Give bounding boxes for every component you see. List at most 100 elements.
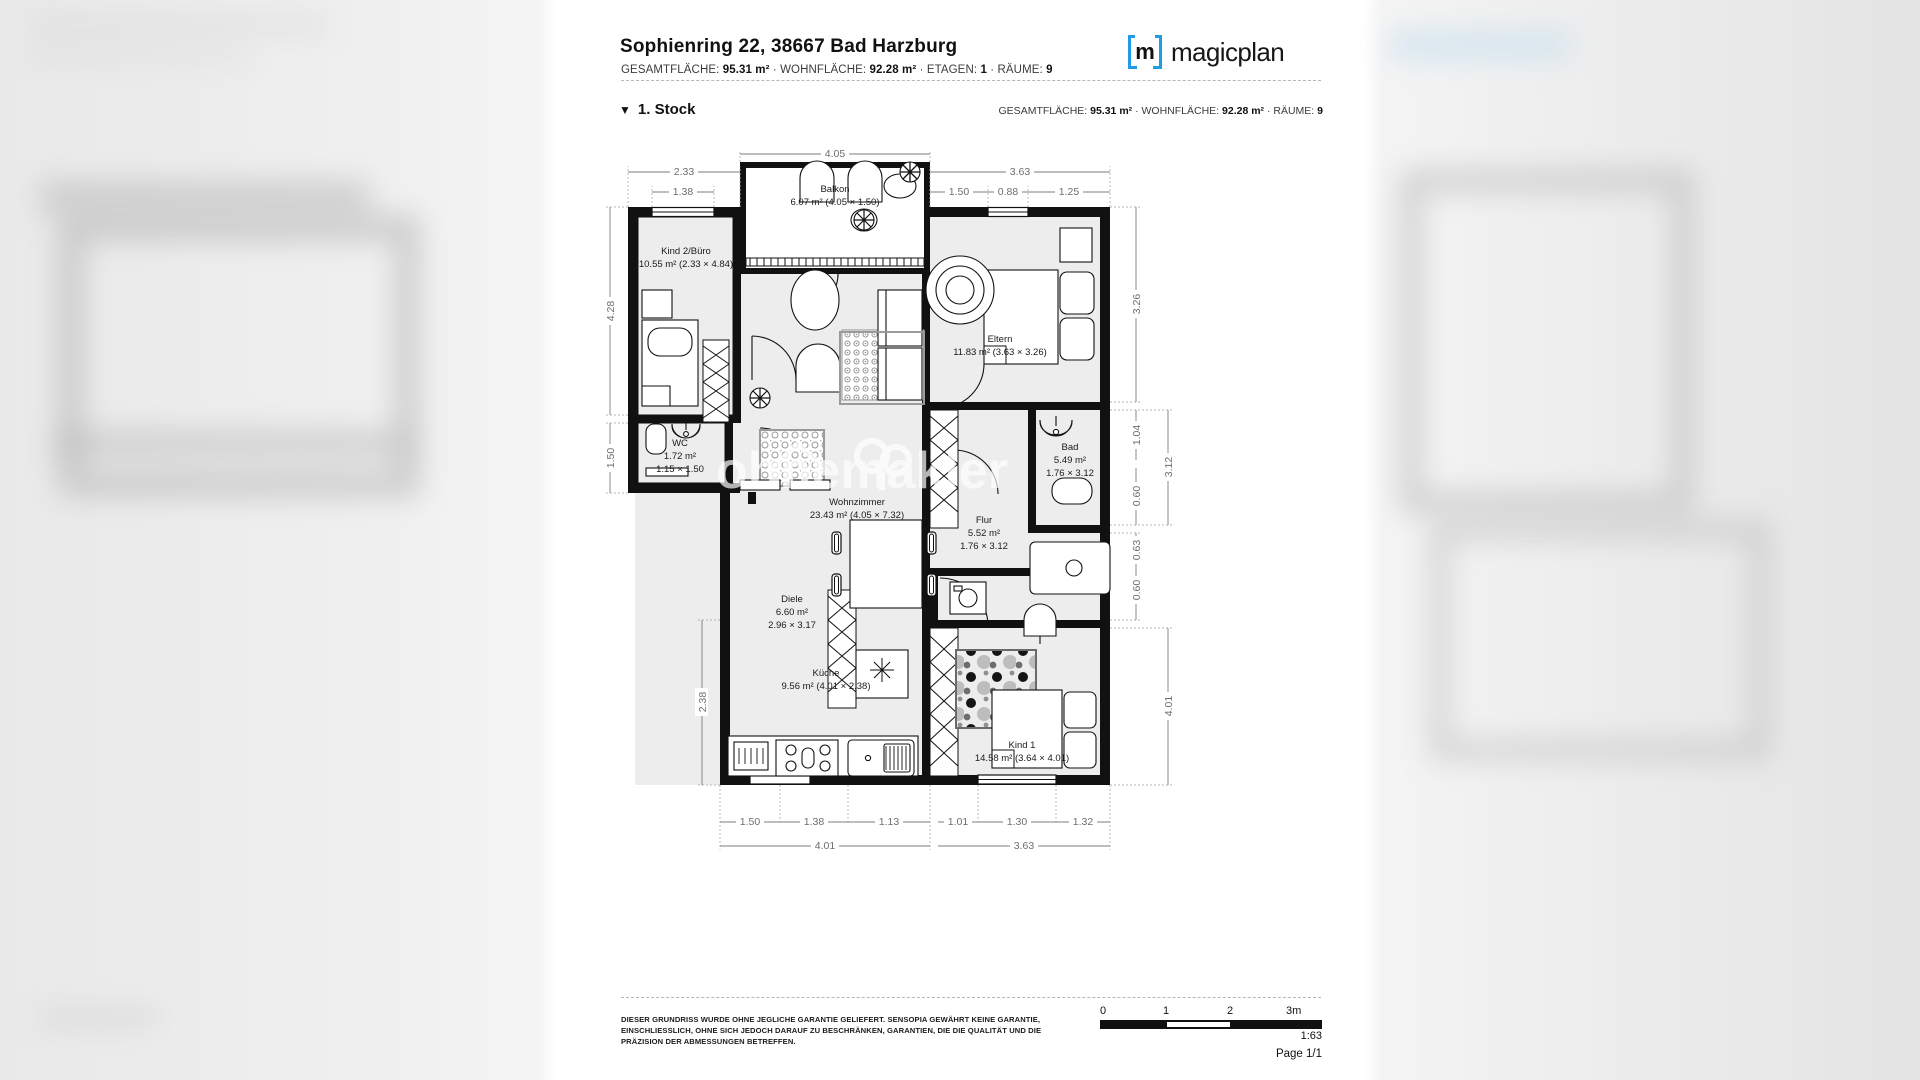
dim-top-3: 3.63 [1010,166,1031,178]
svg-text:Bad: Bad [1062,442,1079,453]
summary-value: 92.28 m² [869,64,917,76]
scale-tick-0: 0 [1100,1005,1107,1017]
room-label-kueche: Küche 9.56 m² (4.01 × 2.38) [782,668,871,692]
magicplan-wordmark: magicplan [1171,36,1285,67]
dim-right-3: 0.63 [1131,540,1143,561]
dim-bottom-1: 1.38 [804,816,825,828]
dim-left-0: 4.28 [605,301,617,322]
svg-text:5.49 m²: 5.49 m² [1054,455,1086,466]
svg-text:6.07 m² (4.05 × 1.50): 6.07 m² (4.05 × 1.50) [791,197,880,208]
header-divider [621,80,1321,81]
background-smudge [1430,520,1770,760]
dim-top-6: 1.25 [1059,186,1080,198]
svg-text:1.76 × 3.12: 1.76 × 3.12 [1046,468,1094,479]
floor-header[interactable]: ▼ 1. Stock GESAMTFLÄCHE: 95.31 m² · WOHN… [619,101,1323,118]
dim-bottom-5: 1.32 [1073,816,1094,828]
floor-stats: GESAMTFLÄCHE: 95.31 m² · WOHNFLÄCHE: 92.… [998,105,1323,117]
dim-bottom-3: 1.01 [948,816,969,828]
dim-top-1: 1.38 [673,186,694,198]
summary-value: 95.31 m² [722,64,770,76]
room-label-kind1: Kind 1 14.58 m² (3.64 × 4.01) [975,740,1069,764]
document-summary: GESAMTFLÄCHE: 95.31 m² · WOHNFLÄCHE: 92.… [621,64,1053,76]
dim-right-0: 3.26 [1131,294,1143,315]
dim-right-5: 3.12 [1163,457,1175,478]
scale-bar-graphic [1100,1020,1322,1029]
summary-label: RÄUME: [997,64,1043,76]
floor-name: 1. Stock [637,101,696,118]
background-smudge [40,180,370,216]
room-label-eltern: Eltern 11.83 m² (3.63 × 3.26) [953,334,1047,358]
dim-top-4: 1.50 [949,186,970,198]
scale-tick-1: 1 [1163,1005,1170,1017]
floor-plan[interactable]: 2.33 1.38 4.05 3.63 1.50 0.88 1.25 4.28 … [600,150,1340,950]
dim-right-1: 1.04 [1131,425,1143,446]
svg-text:Wohnzimmer: Wohnzimmer [829,497,885,508]
room-label-wc: WC 1.72 m² 1.15 × 1.50 [656,438,704,475]
summary-value: 9 [1046,64,1053,76]
floor-stat-label: RÄUME: [1273,105,1315,117]
page-title: Sophienring 22, 38667 Bad Harzburg [620,36,958,57]
dimension-labels: 2.33 1.38 4.05 3.63 1.50 0.88 1.25 4.28 … [603,150,1175,852]
summary-value: 1 [980,64,987,76]
background-smudge [58,430,408,458]
room-labels: Balkon 6.07 m² (4.05 × 1.50) Kind 2/Büro… [639,184,1094,764]
disclaimer-text: DIESER GRUNDRISS WURDE OHNE JEGLICHE GAR… [621,1015,1042,1046]
dim-right-6: 4.01 [1163,696,1175,717]
dim-left-1: 1.50 [605,448,617,469]
dim-bottom-6: 4.01 [815,840,836,852]
svg-text:1.72 m²: 1.72 m² [664,451,696,462]
background-smudge [1390,30,1570,60]
room-label-flur: Flur 5.52 m² 1.76 × 3.12 [960,515,1008,552]
dim-bottom-4: 1.30 [1007,816,1028,828]
page-indicator: Page 1/1 [1275,1048,1322,1060]
dim-top-0: 2.33 [674,166,695,178]
svg-text:WC: WC [672,438,688,449]
scale-tick-3: 3m [1286,1005,1302,1017]
magicplan-mark-icon: m [1128,33,1162,71]
chevron-down-icon[interactable]: ▼ [619,103,631,117]
scale-ratio: 1:63 [1300,1030,1322,1042]
magicplan-mark-letter: m [1135,39,1155,64]
dim-left-2: 2.38 [697,692,709,713]
room-label-bad: Bad 5.49 m² 1.76 × 3.12 [1046,442,1094,479]
room-label-balkon: Balkon 6.07 m² (4.05 × 1.50) [791,184,880,208]
floor-stat-label: WOHNFLÄCHE: [1141,105,1220,117]
dim-right-4: 0.60 [1131,580,1143,601]
svg-text:Kind 2/Büro: Kind 2/Büro [661,246,711,257]
floor-stat-value: 9 [1317,105,1323,117]
svg-text:23.43 m² (4.05 × 7.32): 23.43 m² (4.05 × 7.32) [810,510,904,521]
svg-text:1.15 × 1.50: 1.15 × 1.50 [656,464,704,475]
svg-text:11.83 m² (3.63 × 3.26): 11.83 m² (3.63 × 3.26) [953,347,1047,358]
dim-top-2: 4.05 [825,150,846,160]
svg-text:Flur: Flur [976,515,992,526]
svg-text:10.55 m² (2.33 × 4.84): 10.55 m² (2.33 × 4.84) [639,259,733,270]
dim-bottom-7: 3.63 [1014,840,1035,852]
scale-tick-2: 2 [1227,1005,1234,1017]
room-label-wohnzimmer: Wohnzimmer 23.43 m² (4.05 × 7.32) [810,497,904,521]
svg-text:14.58 m² (3.64 × 4.01): 14.58 m² (3.64 × 4.01) [975,753,1069,764]
background-smudge [1400,170,1694,514]
background-smudge [30,52,250,62]
dim-top-5: 0.88 [998,186,1019,198]
svg-text:5.52 m²: 5.52 m² [968,528,1000,539]
scale-ticks: 0 1 2 3m [1100,1005,1322,1019]
svg-text:2.96 × 3.17: 2.96 × 3.17 [768,620,816,631]
summary-label: GESAMTFLÄCHE: [621,64,720,76]
dim-bottom-2: 1.13 [879,816,900,828]
svg-text:9.56 m² (4.01 × 2.38): 9.56 m² (4.01 × 2.38) [782,681,871,692]
svg-text:Eltern: Eltern [988,334,1013,345]
room-label-diele: Diele 6.60 m² 2.96 × 3.17 [768,594,816,631]
room-label-kind2: Kind 2/Büro 10.55 m² (2.33 × 4.84) [639,246,733,270]
stair-hatch [702,339,959,777]
summary-label: ETAGEN: [926,64,978,76]
background-smudge [40,1010,160,1026]
svg-text:Küche: Küche [813,668,840,679]
scale-bar: 0 1 2 3m 1:63 Page 1/1 [1100,1005,1322,1060]
dim-bottom-0: 1.50 [740,816,761,828]
floor-stat-value: 95.31 m² [1090,105,1133,117]
svg-text:Balkon: Balkon [820,184,849,195]
dim-right-2: 0.60 [1131,486,1143,507]
svg-text:Kind 1: Kind 1 [1009,740,1036,751]
summary-label: WOHNFLÄCHE: [780,64,867,76]
